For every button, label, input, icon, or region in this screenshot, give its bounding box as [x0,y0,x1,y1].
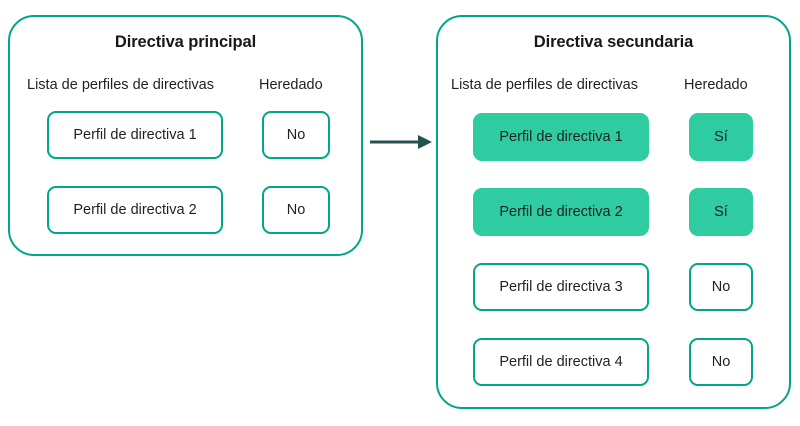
profile-cell[interactable]: Perfil de directiva 4 [473,338,649,386]
column-header-inherited-secondary: Heredado [684,77,748,93]
panel-secondary-policy: Directiva secundaria Lista de perfiles d… [436,15,791,409]
table-row: Perfil de directiva 1 No [10,111,361,159]
column-header-profiles-primary: Lista de perfiles de directivas [27,77,214,93]
inherited-cell[interactable]: No [689,338,753,386]
table-row: Perfil de directiva 4 No [438,338,789,386]
panel-primary-title: Directiva principal [114,33,257,51]
inherited-cell[interactable]: No [262,186,330,234]
arrow-right-icon [370,135,432,149]
inherited-cell[interactable]: No [262,111,330,159]
table-row: Perfil de directiva 1 Sí [438,113,789,161]
inherited-cell[interactable]: No [689,263,753,311]
column-header-inherited-primary: Heredado [259,77,323,93]
column-header-profiles-secondary: Lista de perfiles de directivas [451,77,638,93]
profile-cell[interactable]: Perfil de directiva 1 [47,111,223,159]
table-row: Perfil de directiva 2 Sí [438,188,789,236]
profile-cell-inherited[interactable]: Perfil de directiva 2 [473,188,649,236]
profile-cell-inherited[interactable]: Perfil de directiva 1 [473,113,649,161]
profile-cell[interactable]: Perfil de directiva 3 [473,263,649,311]
panel-secondary-title: Directiva secundaria [533,33,694,51]
inherited-cell[interactable]: Sí [689,113,753,161]
table-row: Perfil de directiva 3 No [438,263,789,311]
profile-cell[interactable]: Perfil de directiva 2 [47,186,223,234]
inherited-cell[interactable]: Sí [689,188,753,236]
panel-primary-policy: Directiva principal Lista de perfiles de… [8,15,363,256]
table-row: Perfil de directiva 2 No [10,186,361,234]
